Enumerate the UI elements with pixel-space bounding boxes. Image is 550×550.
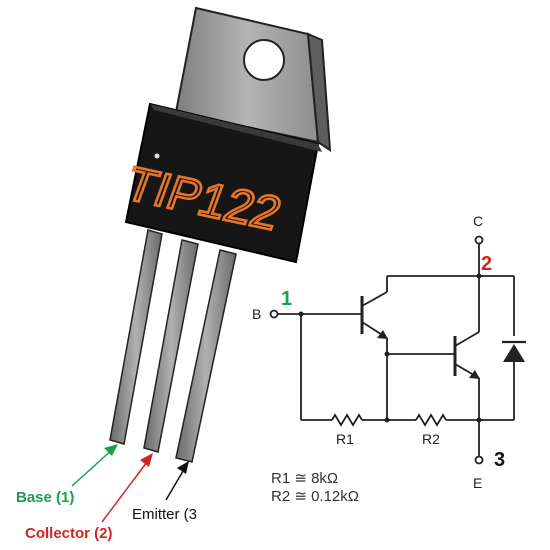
- leads: [109, 229, 237, 463]
- terminal-b-label: B: [252, 306, 261, 322]
- collector-label: Collector (2): [25, 525, 113, 542]
- spec-r1: R1 ≅ 8kΩ: [271, 470, 338, 487]
- base-arrow-head: [104, 444, 118, 456]
- resistor-r1: [331, 413, 363, 427]
- emitter-arrow-head: [177, 461, 189, 474]
- base-label: Base (1): [16, 489, 74, 506]
- spec-r2: R2 ≅ 0.12kΩ: [271, 488, 359, 505]
- terminal-e-node: [474, 455, 484, 465]
- transistor-package: TIP122: [109, 6, 332, 463]
- pin-3-label: 3: [494, 449, 505, 471]
- resistor-r2: [415, 413, 447, 427]
- resistor-r1-label: R1: [336, 431, 354, 447]
- collector-arrow: [101, 457, 151, 523]
- transistor-q1: [360, 291, 388, 339]
- metal-tab: [174, 6, 332, 152]
- lead-base: [109, 229, 163, 445]
- transistor-q2: [453, 331, 480, 379]
- terminal-e-label: E: [473, 475, 482, 491]
- lead-collector: [143, 239, 199, 453]
- pin-labels: Base (1) Collector (2) Emitter (3: [16, 444, 197, 542]
- pin-1-label: 1: [281, 288, 292, 310]
- emitter-label: Emitter (3: [132, 506, 197, 523]
- resistor-r2-label: R2: [422, 431, 440, 447]
- terminal-c-node: [474, 235, 484, 245]
- diode: [502, 340, 526, 420]
- body-dot: [154, 153, 160, 159]
- collector-arrow-head: [140, 453, 153, 467]
- pin-2-label: 2: [481, 253, 492, 275]
- terminal-b-node: [269, 309, 279, 319]
- mounting-hole: [243, 39, 285, 81]
- terminal-c-label: C: [473, 213, 483, 229]
- base-arrow: [71, 447, 115, 487]
- epoxy-body: TIP122: [117, 102, 322, 264]
- lead-emitter: [175, 249, 237, 463]
- darlington-schematic: [269, 235, 526, 465]
- schematic-labels: C B E 1 2 3 R1 R2 R1 ≅ 8kΩ R2 ≅ 0.12kΩ: [252, 213, 505, 505]
